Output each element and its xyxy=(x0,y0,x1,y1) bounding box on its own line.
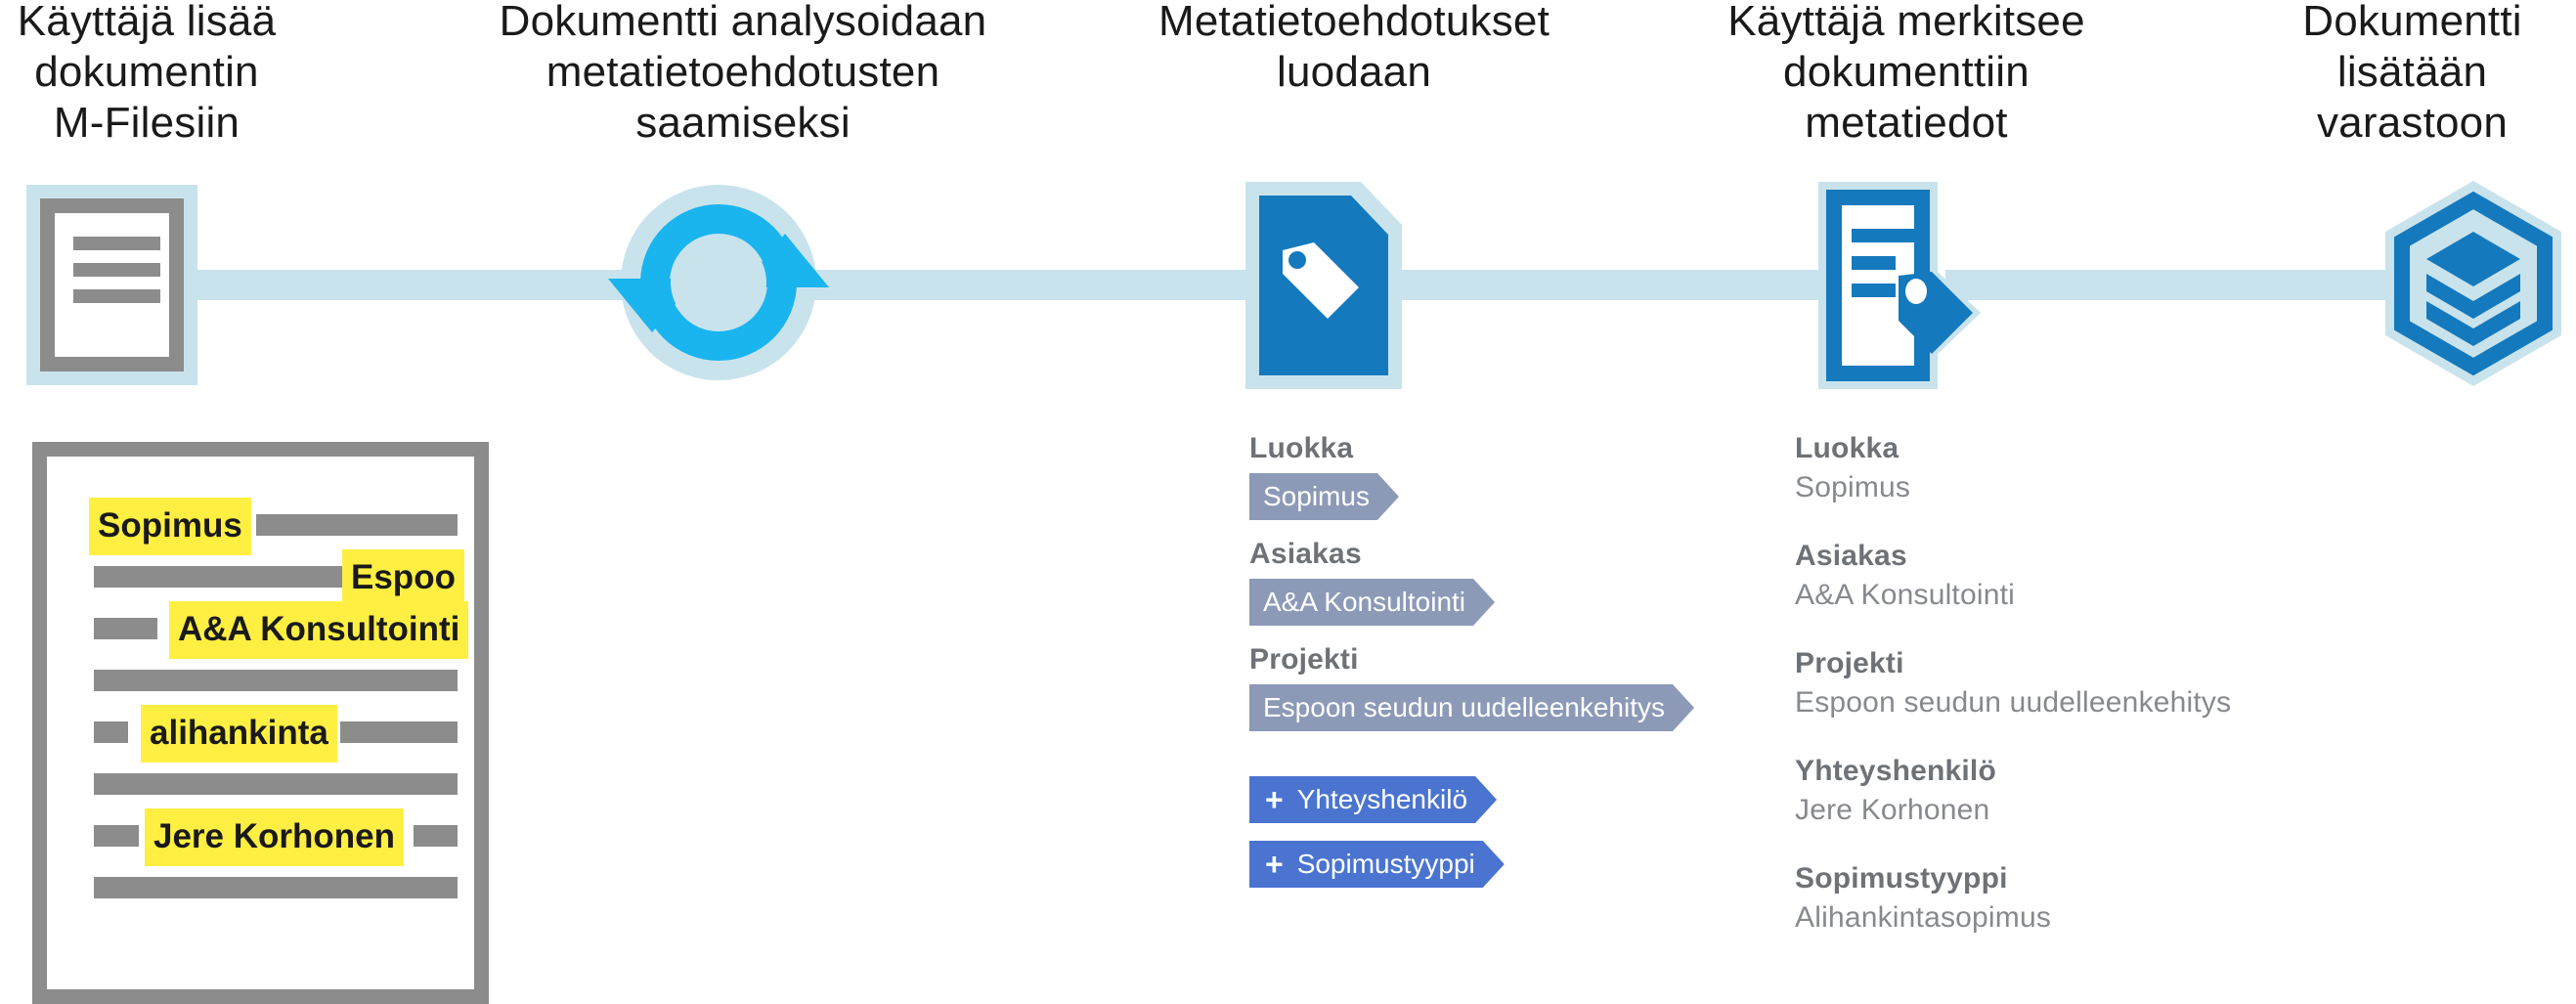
metadata-value-sopimustyyppi: Alihankintasopimus xyxy=(1795,901,2052,934)
metadata-suggestions-panel: Luokka Sopimus Asiakas A&A Konsultointi … xyxy=(1249,432,1797,888)
hexagon-stack-icon xyxy=(2376,176,2571,391)
doc-text-line xyxy=(94,566,350,588)
metadata-value-yhteyshenkilo: Jere Korhonen xyxy=(1795,794,1990,826)
step-title-2: Dokumentti analysoidaan metatietoehdotus… xyxy=(499,0,987,147)
document-icon xyxy=(26,185,197,385)
document-icon-line xyxy=(73,289,160,303)
add-chip-sopimustyyppi-label: Sopimustyyppi xyxy=(1296,849,1475,879)
connector-bar-2 xyxy=(782,270,1271,300)
metadata-label-luokka: Luokka xyxy=(1795,432,1899,464)
applied-metadata-panel: Luokka Sopimus Asiakas A&A Konsultointi … xyxy=(1795,432,2518,935)
source-document: Sopimus Espoo A&A Konsultointi alihankin… xyxy=(32,442,489,1004)
suggestion-chip-asiakas-wrap: A&A Konsultointi xyxy=(1249,579,1797,626)
suggestion-chip-luokka-wrap: Sopimus xyxy=(1249,473,1797,520)
metadata-label-projekti: Projekti xyxy=(1795,647,1904,679)
highlight-sopimus: Sopimus xyxy=(89,498,251,555)
metadata-value-asiakas: A&A Konsultointi xyxy=(1795,579,2016,611)
suggestion-chip-asiakas[interactable]: A&A Konsultointi xyxy=(1249,579,1495,626)
doc-text-line xyxy=(94,877,458,898)
doc-text-line xyxy=(256,514,458,536)
plus-icon: + xyxy=(1265,847,1284,882)
metadata-label-asiakas: Asiakas xyxy=(1795,540,1907,572)
suggestion-chip-projekti-wrap: Espoon seudun uudelleenkehitys xyxy=(1249,684,1797,731)
add-chip-yhteyshenkilo-label: Yhteyshenkilö xyxy=(1296,784,1468,814)
add-chip-yhteyshenkilo-wrap: + Yhteyshenkilö xyxy=(1249,776,1797,823)
suggestion-label-luokka: Luokka xyxy=(1249,432,1354,464)
document-icon-line xyxy=(73,237,160,250)
document-icon-line xyxy=(73,263,160,277)
connector-bar-3 xyxy=(1369,270,1838,300)
doc-text-line xyxy=(94,721,128,743)
suggestion-chip-luokka[interactable]: Sopimus xyxy=(1249,473,1399,520)
doc-text-line xyxy=(340,721,458,743)
add-chip-yhteyshenkilo[interactable]: + Yhteyshenkilö xyxy=(1249,776,1497,823)
highlight-alihankinta: alihankinta xyxy=(141,705,337,763)
highlight-asiakas: A&A Konsultointi xyxy=(169,601,469,659)
metadata-value-projekti: Espoon seudun uudelleenkehitys xyxy=(1795,686,2232,719)
document-with-tag-icon xyxy=(1805,182,1981,389)
metadata-value-luokka: Sopimus xyxy=(1795,471,1911,503)
add-chip-sopimustyyppi-wrap: + Sopimustyyppi xyxy=(1249,841,1797,888)
highlight-jere-korhonen: Jere Korhonen xyxy=(145,808,404,866)
doc-text-line xyxy=(94,773,458,795)
document-tag-icon xyxy=(1245,182,1402,389)
suggestion-label-asiakas: Asiakas xyxy=(1249,538,1362,570)
doc-text-line xyxy=(94,670,458,691)
sync-arrows-icon xyxy=(606,178,831,388)
step-title-4: Käyttäjä merkitsee dokumenttiin metatied… xyxy=(1727,0,2085,147)
step-title-3: Metatietoehdotukset luodaan xyxy=(1157,0,1550,96)
doc-text-line xyxy=(94,825,139,847)
step-title-5: Dokumentti lisätään varastoon xyxy=(2302,0,2522,147)
doc-text-line xyxy=(94,618,157,639)
connector-bar-4 xyxy=(1945,270,2405,300)
connector-bar-1 xyxy=(186,270,650,300)
suggestion-chip-projekti[interactable]: Espoon seudun uudelleenkehitys xyxy=(1249,684,1694,731)
document-icon-page xyxy=(40,198,184,371)
plus-icon: + xyxy=(1265,782,1284,817)
suggestion-label-projekti: Projekti xyxy=(1249,643,1359,676)
step-title-1: Käyttäjä lisää dokumentin M-Filesiin xyxy=(17,0,277,147)
doc-text-line xyxy=(414,825,458,847)
metadata-label-sopimustyyppi: Sopimustyyppi xyxy=(1795,862,2008,895)
metadata-label-yhteyshenkilo: Yhteyshenkilö xyxy=(1795,755,1996,787)
highlight-espoo: Espoo xyxy=(342,549,464,607)
add-chip-sopimustyyppi[interactable]: + Sopimustyyppi xyxy=(1249,841,1505,888)
